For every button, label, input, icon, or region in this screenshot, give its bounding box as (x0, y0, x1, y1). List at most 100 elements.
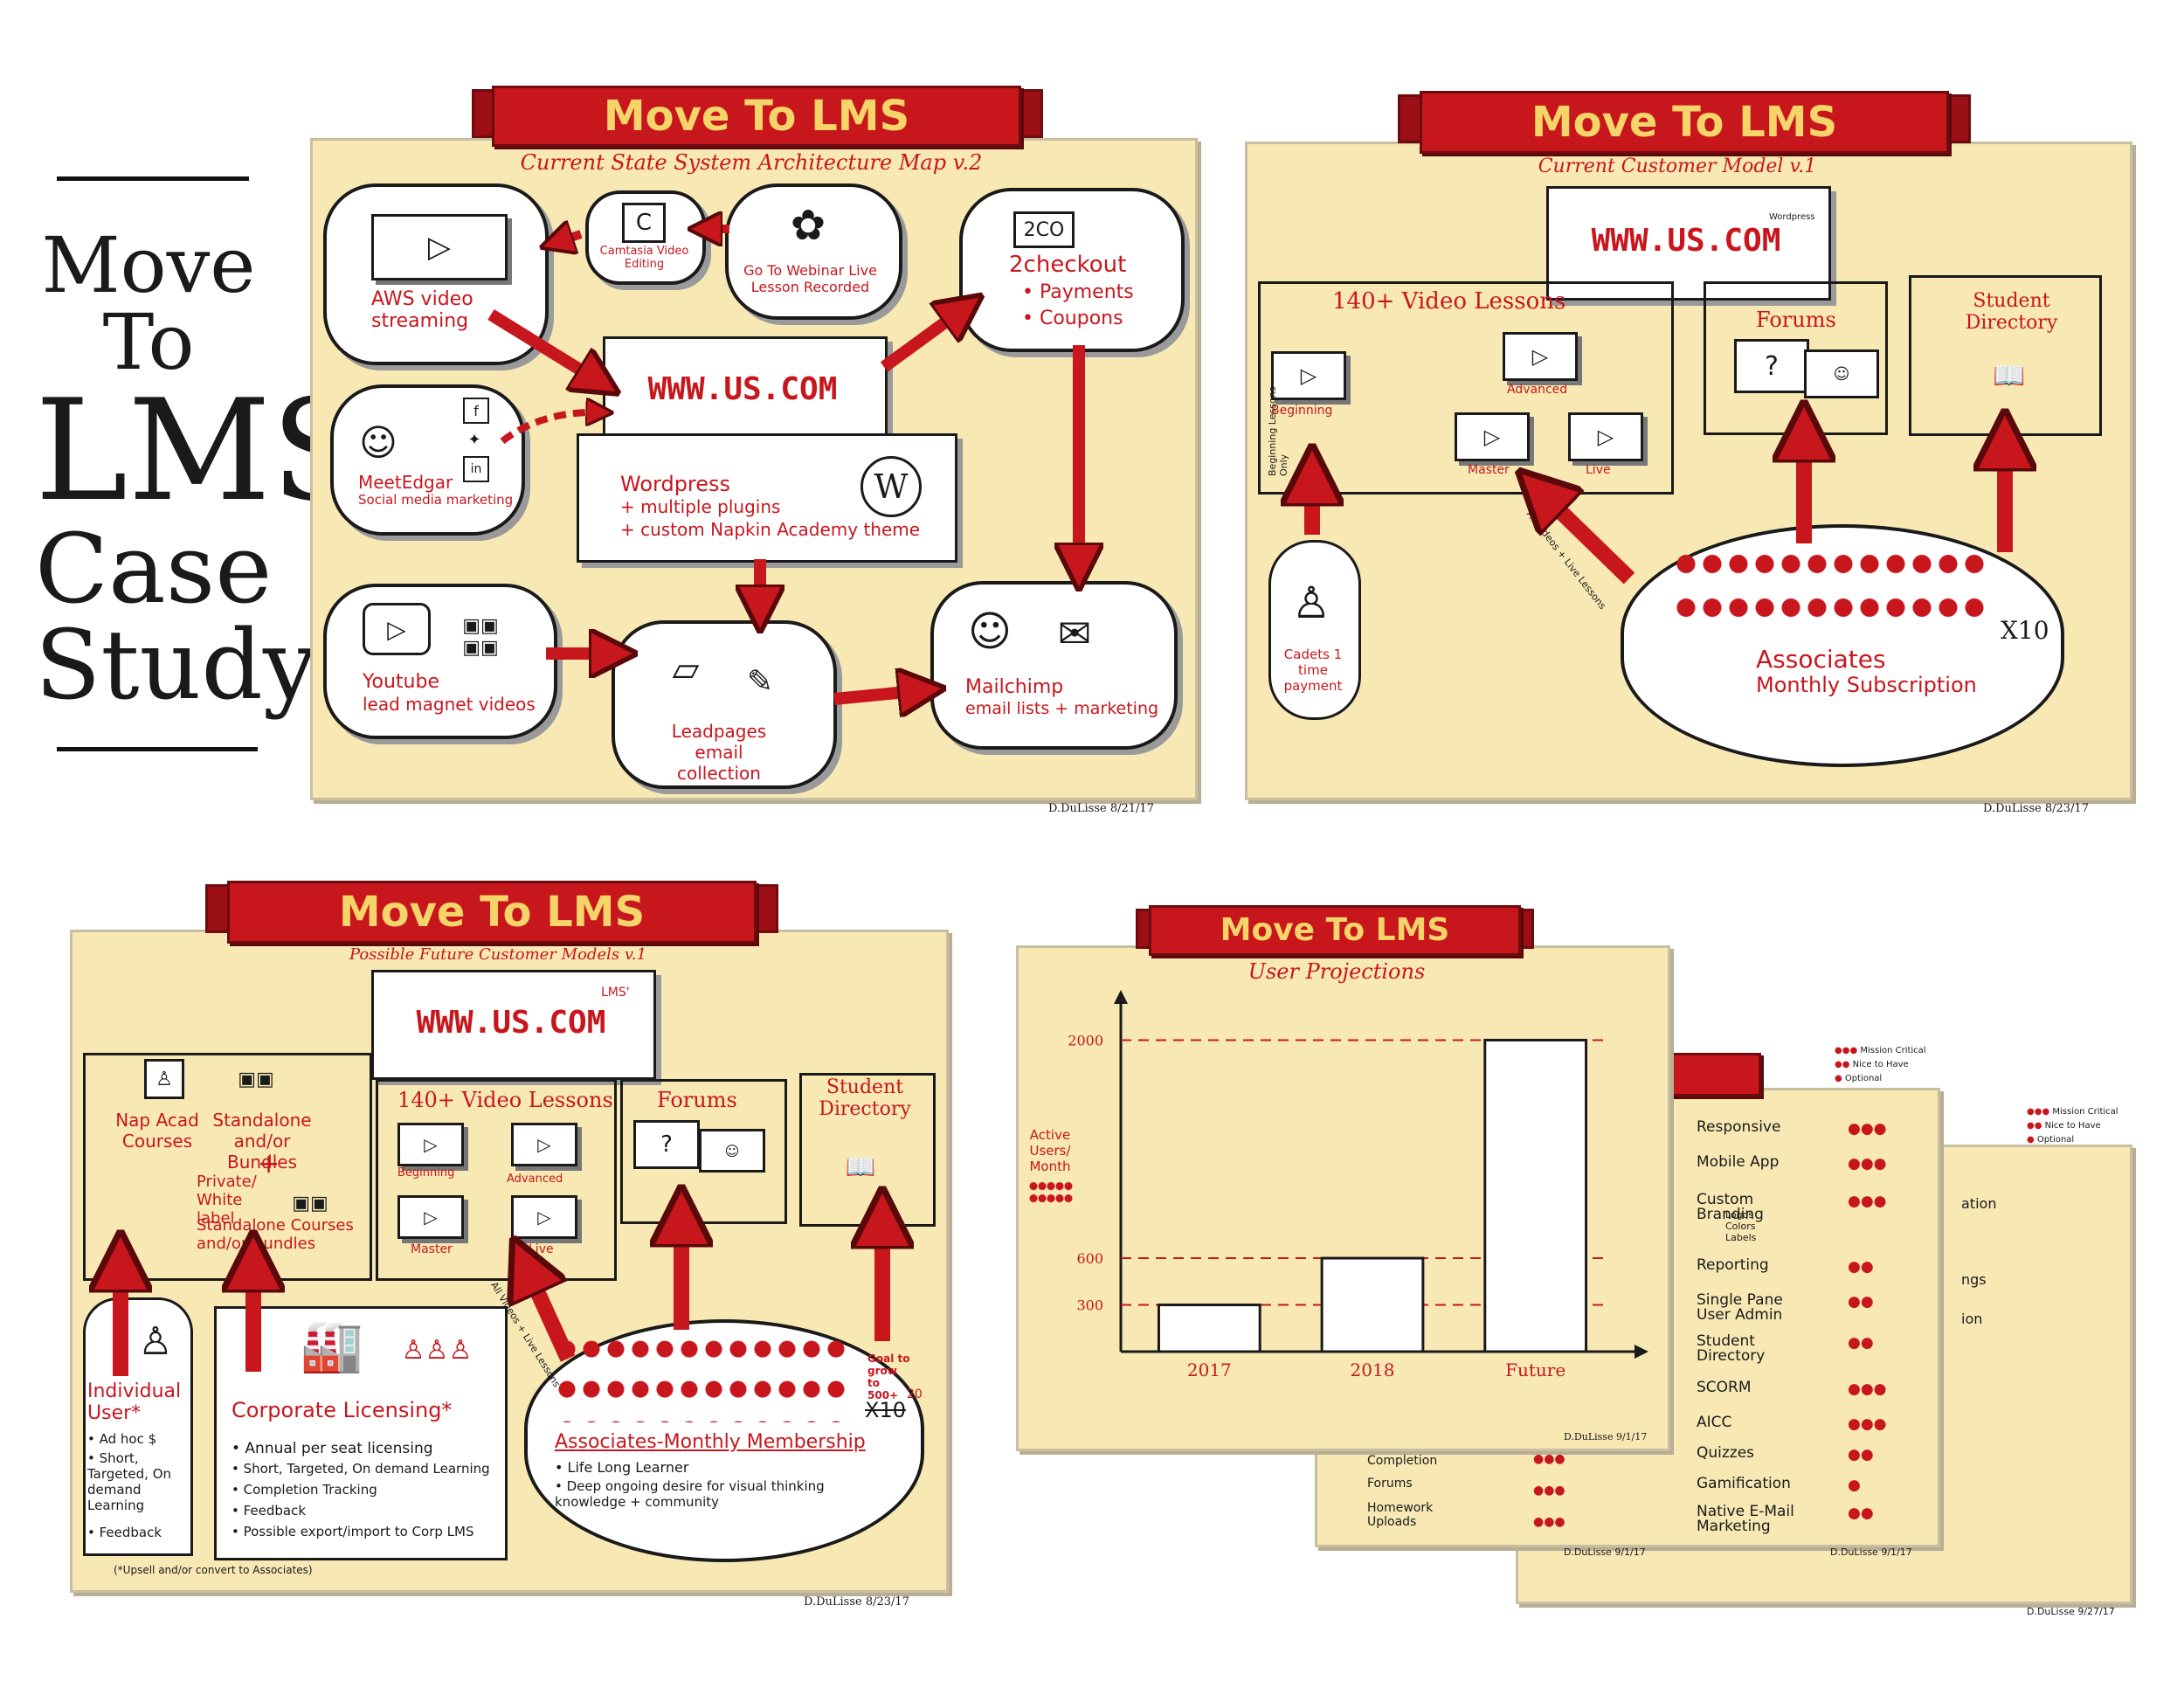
y-tick-0: 300 (1076, 1297, 1103, 1314)
priority-dots-4: ●● (1848, 1293, 1874, 1311)
advanced-label: Advanced (1507, 383, 1568, 397)
legend-back-1: Nice to Have (2044, 1121, 2101, 1131)
times-label-3: X10 (865, 1398, 906, 1422)
factory-icon: 🏭 (300, 1315, 364, 1375)
priority-dots-2: ●●● (1848, 1193, 1887, 1210)
x-tick-1: 2018 (1351, 1359, 1395, 1380)
branding-sub-0: Logos (1725, 1209, 1754, 1221)
camtasia-label: Camtasia Video Editing (599, 245, 689, 271)
signature-architecture: D.DuLisse 8/21/17 (1048, 802, 1154, 815)
feature-item-7: AICC (1697, 1414, 1732, 1431)
private-icon: ▣▣ (292, 1192, 328, 1214)
website-label-2: WWW.US.COM (1591, 223, 1781, 259)
video-lessons-box (1258, 281, 1674, 495)
flower-icon: ✿ (790, 201, 826, 250)
feature-left-item-2: Homework Uploads (1367, 1501, 1434, 1529)
master-label-3: Master (411, 1242, 453, 1256)
directory-label: Student Directory (1965, 290, 2058, 334)
aws-label: AWS video streaming (371, 288, 473, 332)
lms-label: LMS' (601, 986, 630, 1000)
youtube-label: Youtube (363, 671, 439, 693)
signature-projections: D.DuLisse 9/1/17 (1564, 1431, 1648, 1442)
napacad-label: Nap Acad Courses (115, 1110, 199, 1152)
pages-stack-icon: ▱ (672, 649, 700, 689)
private-label: Private/ White label (197, 1173, 257, 1228)
wordpress-sub1: + multiple plugins (620, 496, 781, 517)
signature-future-model: D.DuLisse 8/23/17 (804, 1595, 909, 1608)
video-lessons-label-3: 140+ Video Lessons (397, 1088, 613, 1112)
y-tick-2: 2000 (1068, 1032, 1103, 1048)
feature-item-3: Reporting (1697, 1256, 1769, 1274)
beginning-label-3: Beginning (397, 1166, 455, 1180)
corporate-item-2: • Completion Tracking (232, 1482, 377, 1498)
projections-subtitle: User Projections (1248, 959, 1426, 984)
y-tick-1: 600 (1076, 1250, 1103, 1267)
feature-item-10: Native E-Mail Marketing (1697, 1503, 1794, 1535)
advanced-video-icon-3: ▷ (511, 1123, 577, 1166)
twitter-icon: ✦ (467, 430, 481, 449)
legend-mid-1: Nice to Have (1852, 1060, 1909, 1069)
website-label-3: WWW.US.COM (416, 1005, 606, 1041)
mailchimp-cloud (930, 581, 1178, 750)
cadet-oval (1268, 540, 1361, 720)
checkout-logo: 2CO (1013, 211, 1075, 248)
feature-item-6: SCORM (1697, 1379, 1752, 1396)
feature-item-9: Gamification (1697, 1475, 1791, 1492)
advanced-video-icon: ▷ (1503, 332, 1578, 381)
priority-dots-9: ● (1848, 1477, 1861, 1494)
projections-ylabel: Active Users/ Month (1029, 1127, 1071, 1174)
corporate-box (214, 1306, 508, 1560)
chimp-icon: ☺ (967, 607, 1013, 656)
legend-mid-2: Optional (1844, 1074, 1883, 1083)
beginning-video-icon-3: ▷ (397, 1123, 464, 1166)
priority-dots-6: ●●● (1848, 1380, 1887, 1398)
y-axis-arrowhead (1114, 990, 1128, 1004)
website-box-3 (371, 970, 656, 1080)
envelope-icon: ✉ (1057, 610, 1092, 657)
priority-dots-1: ●●● (1848, 1155, 1887, 1173)
directory-book-icon: 📖 (1993, 360, 2026, 391)
side-title-line3: Case (35, 513, 273, 625)
feature-item-1: Mobile App (1697, 1153, 1780, 1171)
wordpress-mini-label: Wordpress (1769, 212, 1815, 222)
wordpress-box (577, 433, 957, 563)
master-video-icon-3: ▷ (397, 1195, 464, 1239)
beginning-label: Beginning (1271, 404, 1333, 418)
banner-future-model: Move To LMS (227, 881, 757, 944)
checkout-item-coupons: • Coupons (1022, 308, 1123, 329)
ylabel-people-icon (1029, 1181, 1073, 1206)
speech-bubble-icon-3: ? (633, 1120, 700, 1169)
forums-label-3: Forums (657, 1088, 737, 1112)
corporate-item-0: • Annual per seat licensing (232, 1440, 433, 1457)
feature-item-8: Quizzes (1697, 1444, 1755, 1462)
youtube-cloud (323, 584, 557, 739)
youtube-sub: lead magnet videos (363, 694, 536, 715)
associates-label-3: Associates-Monthly Membership (555, 1431, 866, 1453)
architecture-subtitle: Current State System Architecture Map v.… (520, 150, 983, 175)
video-lessons-label: 140+ Video Lessons (1332, 288, 1566, 315)
website-box (603, 336, 888, 451)
branding-sub-2: Labels (1725, 1232, 1757, 1243)
assoc-item-0: • Life Long Learner (555, 1459, 689, 1476)
footnote: (*Upsell and/or convert to Associates) (114, 1564, 313, 1576)
individual-label: Individual User* (87, 1380, 182, 1424)
chat-bubble-icon-3: ☺ (699, 1129, 765, 1173)
directory-book-icon-3: 📖 (845, 1152, 876, 1181)
banner-architecture: Move To LMS (492, 86, 1021, 147)
individual-box (83, 1297, 193, 1556)
individual-person-icon: ♙ (138, 1318, 173, 1364)
feature-item-4: Single Pane User Admin (1697, 1291, 1783, 1324)
legend-back-2: Optional (2036, 1135, 2075, 1145)
cadet-person-icon: ♙ (1291, 578, 1331, 628)
checkout-title: 2checkout (1009, 252, 1127, 278)
octopus-icon: ☺ (359, 420, 397, 464)
live-label: Live (1586, 463, 1611, 477)
x-axis-arrowhead (1635, 1345, 1648, 1359)
back-item-0: ation (1961, 1195, 1997, 1212)
title-rule-bottom (57, 747, 258, 751)
priority-dots-5: ●● (1848, 1334, 1874, 1352)
website-label: WWW.US.COM (647, 371, 838, 407)
wordpress-icon: W (860, 456, 922, 517)
banner-current-model: Move To LMS (1420, 91, 1949, 154)
